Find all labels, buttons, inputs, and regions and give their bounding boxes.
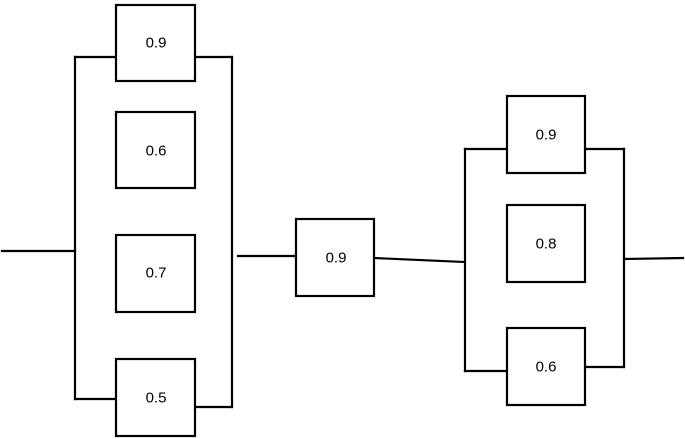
- block-box: [114, 233, 197, 314]
- left-group-block-3: 0.7: [114, 233, 197, 314]
- left-group-wires: [0, 55, 234, 409]
- right-group-block-2: 0.8: [505, 203, 587, 284]
- block-reliability: 0.6: [146, 143, 167, 160]
- block-box: [505, 94, 587, 175]
- right-group-block-3: 0.6: [505, 326, 587, 407]
- block-box: [294, 217, 376, 298]
- right-group-wires: [463, 147, 685, 373]
- left-group-block-1: 0.9: [114, 3, 197, 83]
- block-reliability: 0.9: [326, 250, 347, 267]
- block-box: [505, 203, 587, 284]
- block-reliability: 0.9: [536, 127, 557, 144]
- middle-to-right-line: [372, 256, 467, 264]
- block-reliability: 0.8: [536, 236, 557, 253]
- output-line: [622, 256, 685, 261]
- left-group-block-2: 0.6: [114, 110, 197, 190]
- middle-block: 0.9: [294, 217, 376, 298]
- block-box: [505, 326, 587, 407]
- block-reliability: 0.7: [146, 265, 167, 282]
- block-box: [114, 357, 197, 438]
- right-group-block-1: 0.9: [505, 94, 587, 175]
- block-reliability: 0.9: [146, 35, 167, 52]
- block-box: [114, 110, 197, 190]
- block-box: [114, 3, 197, 83]
- series-wires: [236, 254, 467, 264]
- block-reliability: 0.6: [536, 359, 557, 376]
- left-group-block-4: 0.5: [114, 357, 197, 438]
- block-reliability: 0.5: [146, 390, 167, 407]
